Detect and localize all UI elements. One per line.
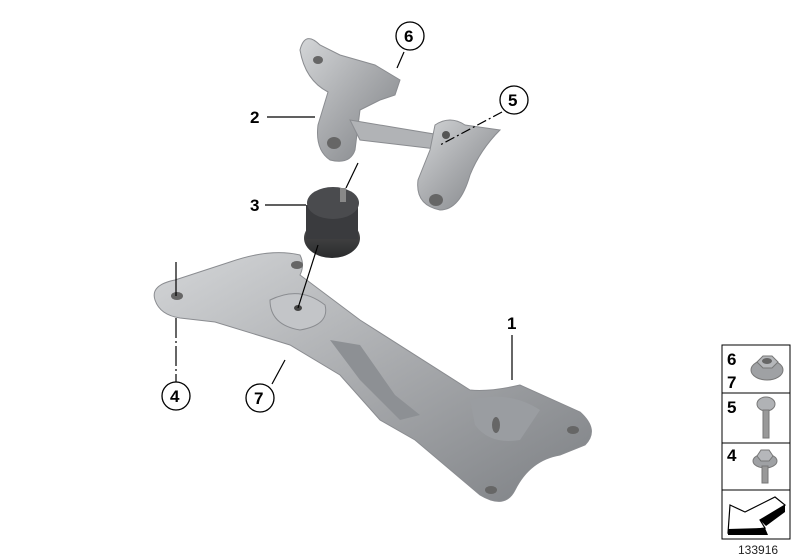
- callout-4[interactable]: 4: [161, 381, 191, 411]
- legend-number-5: 5: [727, 398, 736, 417]
- torx-screw-icon: [756, 396, 776, 439]
- callout-1[interactable]: 1: [507, 314, 516, 333]
- leader-lines: [175, 51, 513, 385]
- bracket-part: [299, 38, 502, 211]
- svg-text:7: 7: [254, 389, 263, 408]
- hex-bolt-icon: [752, 449, 778, 484]
- legend-number-4: 4: [727, 446, 737, 465]
- callout-2[interactable]: 2: [250, 108, 259, 127]
- collar-nut-icon: [750, 355, 784, 381]
- legend-number-7: 7: [727, 373, 736, 392]
- svg-text:5: 5: [508, 91, 517, 110]
- fastener-legend: [721, 344, 791, 540]
- callout-7[interactable]: 7: [245, 383, 275, 413]
- direction-arrow-icon: [727, 496, 787, 535]
- callout-3[interactable]: 3: [250, 196, 259, 215]
- rubber-mount-part: [304, 187, 360, 258]
- svg-text:4: 4: [170, 387, 180, 406]
- callout-5[interactable]: 5: [499, 85, 529, 115]
- svg-text:6: 6: [404, 27, 413, 46]
- crossmember-part: [153, 252, 592, 502]
- legend-number-6: 6: [727, 350, 736, 369]
- callout-6[interactable]: 6: [395, 21, 425, 51]
- image-number: 133916: [738, 543, 778, 557]
